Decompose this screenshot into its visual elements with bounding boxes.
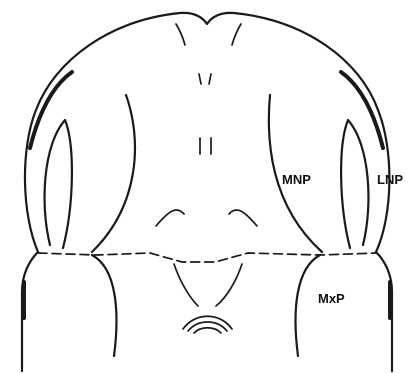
- right-lateral-nasal-process: [341, 120, 368, 248]
- mid-tick-left: [199, 74, 201, 84]
- central-notch: [156, 210, 257, 226]
- stomodeum-arc-inner: [194, 328, 221, 333]
- funnel-left: [174, 264, 198, 306]
- mnp-label: MNP: [282, 172, 311, 187]
- lnp-label: LNP: [377, 172, 403, 187]
- head-outline: [25, 13, 389, 252]
- right-edge-shading: [341, 72, 383, 148]
- left-medial-boundary: [92, 95, 135, 252]
- fusion-line: [38, 253, 376, 262]
- mxp-label: MxP: [318, 291, 345, 306]
- upper-right-curve: [232, 24, 241, 45]
- mid-tick-right: [209, 74, 211, 84]
- left-lateral-nasal-process: [45, 120, 72, 248]
- right-maxillary-curve: [296, 255, 320, 356]
- left-maxillary-curve: [92, 255, 116, 356]
- funnel-right: [216, 264, 242, 306]
- stomodeum-arc-middle: [188, 322, 227, 331]
- upper-left-curve: [176, 24, 185, 45]
